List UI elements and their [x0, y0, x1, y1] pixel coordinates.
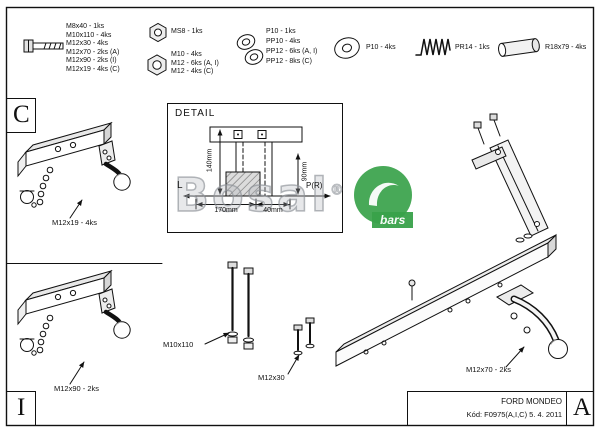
detail-dim-90: 90mm	[301, 161, 309, 182]
detail-dim-170: 170mm	[214, 207, 238, 214]
variant-i-drawing	[18, 271, 130, 355]
legend-label: M10 - 4ks	[171, 51, 202, 58]
legend-label: M12x90 - 2ks (I)	[66, 57, 117, 65]
spring-label: PR14 - 1ks	[455, 44, 490, 51]
zone-letter-a: A	[573, 394, 592, 421]
zone-letter-i: I	[17, 394, 26, 421]
watermark-swoosh-icon	[368, 182, 399, 206]
callout-variant-c: M12x19 - 4ks	[52, 218, 98, 227]
legend-label: PP12 - 8ks (C)	[266, 58, 312, 65]
nut-small-label: MS8 - 1ks	[171, 28, 203, 35]
legend-label: M12x70 - 2ks (A)	[66, 48, 120, 56]
legend-label: M12x30 - 4ks	[66, 40, 109, 48]
detail-dim-40: 40mm	[263, 207, 283, 214]
variant-c-drawing	[17, 121, 131, 208]
legend-label: PP12 - 6ks (A, I)	[266, 48, 318, 55]
title-block: FORD MONDEO Kód: F0975(A,I,C) 5. 4. 2011	[412, 397, 562, 419]
nut-icon	[147, 54, 167, 76]
washer-labels: P10 - 1ks PP10 - 4ks PP12 - 6ks (A, I) P…	[266, 27, 317, 67]
detail-drawing	[167, 103, 343, 233]
detail-title: DETAIL	[175, 108, 216, 119]
detail-dim-140: 140mm	[206, 148, 214, 173]
bolt-icon	[23, 39, 64, 53]
tube-label: R18x79 - 4ks	[545, 44, 587, 51]
registered-mark-icon: ®	[329, 182, 347, 199]
bolt-labels: M8x40 - 1ks M10x110 - 4ks M12x30 - 4ks M…	[66, 23, 120, 75]
nut-labels: M10 - 4ks M12 - 6ks (A, I) M12 - 4ks (C)	[171, 51, 219, 77]
legend-label: PP10 - 4ks	[266, 38, 301, 45]
watermark-bars-badge: bars	[372, 212, 414, 228]
sheet-frame	[5, 6, 595, 427]
washer-large-icon	[334, 37, 360, 59]
spring-icon	[415, 38, 451, 56]
callout-m12x70: M12x70 - 2ks	[466, 365, 512, 374]
detail-right-label: P(R)	[306, 181, 323, 190]
main-assembly-drawing	[227, 113, 568, 367]
zone-letter-c: C	[13, 101, 30, 128]
legend-label: M10x110 - 4ks	[66, 31, 112, 39]
legend-label: P10 - 1ks	[266, 28, 296, 35]
legend-label: M12x19 - 4ks (C)	[66, 65, 120, 73]
legend-label: M12 - 6ks (A, I)	[171, 59, 219, 67]
legend-label: M8x40 - 1ks	[66, 23, 105, 30]
nut-small-icon	[149, 22, 167, 43]
vehicle-model: FORD MONDEO	[501, 397, 562, 406]
washers-icon	[236, 34, 264, 65]
callout-m12x30: M12x30	[258, 373, 285, 382]
detail-left-label: L	[177, 180, 183, 191]
product-code: Kód: F0975(A,I,C) 5. 4. 2011	[466, 410, 562, 419]
washer-large-label: P10 - 4ks	[366, 44, 396, 51]
callout-variant-i: M12x90 - 2ks	[54, 384, 100, 393]
legend-label: M12 - 4ks (C)	[171, 68, 214, 76]
callout-leader-lines	[69, 199, 525, 385]
callout-m10x110: M10x110	[163, 340, 194, 349]
tube-icon	[498, 38, 540, 57]
